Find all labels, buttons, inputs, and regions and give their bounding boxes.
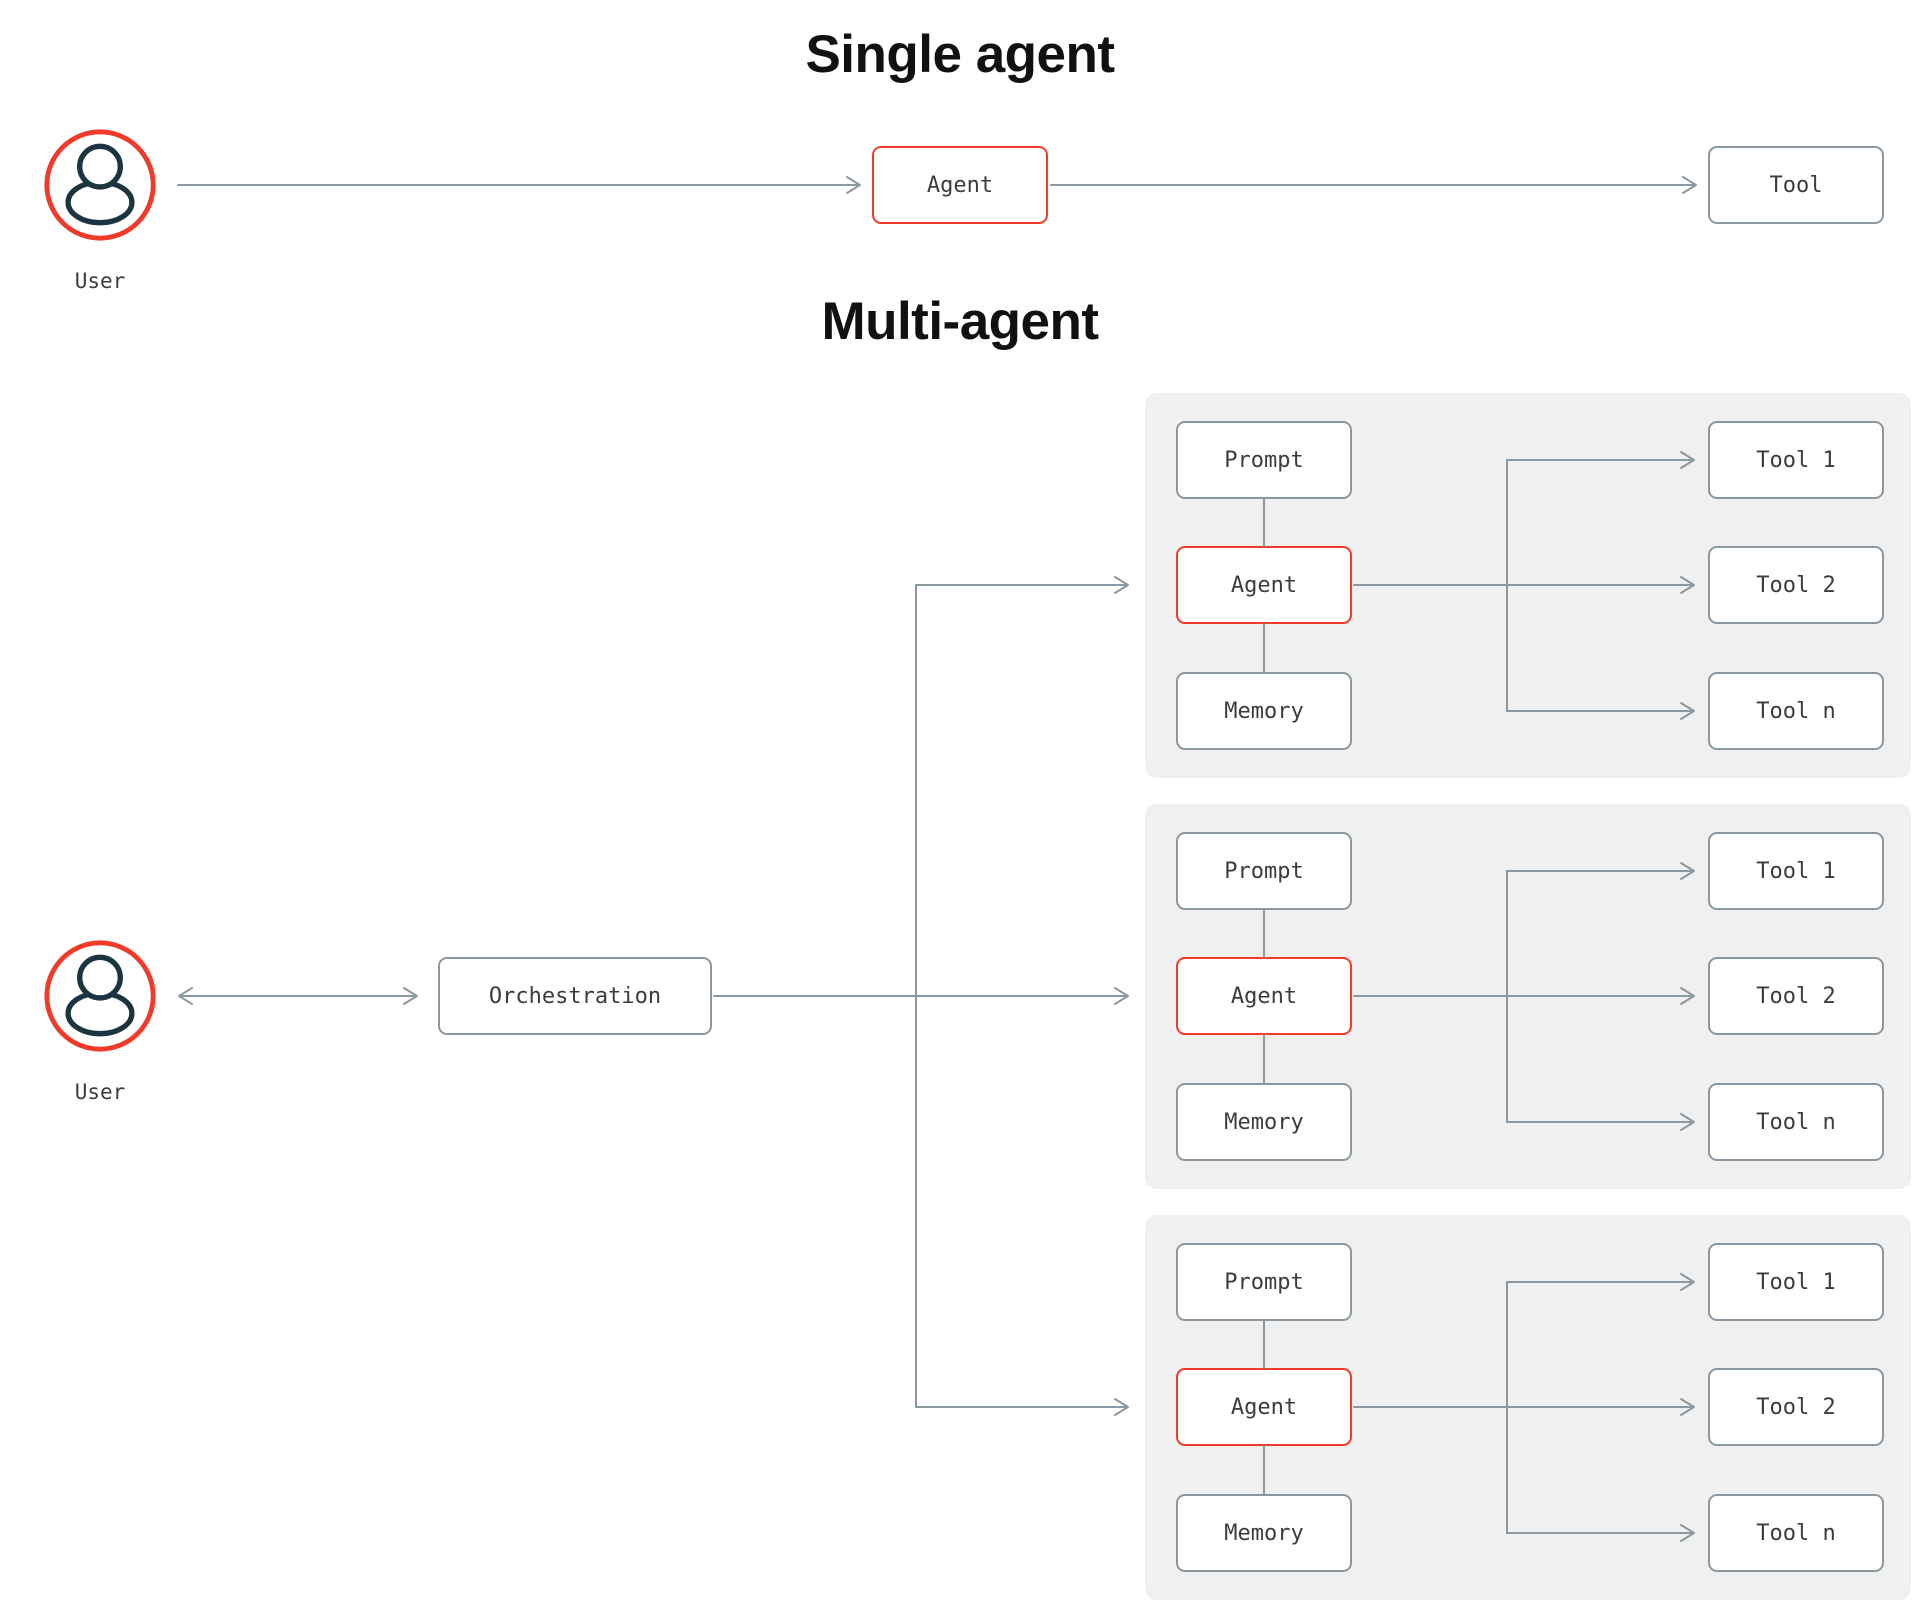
connector-orchestration-trunk <box>713 584 917 1408</box>
agent-node: Agent <box>1176 1368 1352 1446</box>
person-head-icon <box>77 143 123 190</box>
arrow-cluster3-agent-tool2 <box>1353 1398 1695 1416</box>
user-figure-single: User <box>40 127 160 293</box>
person-head-icon <box>77 954 123 1001</box>
single-agent-title: Single agent <box>805 25 1115 84</box>
arrow-user-orchestration-bidirectional <box>178 987 418 1005</box>
arrow-cluster1-agent-tool2 <box>1353 576 1695 594</box>
memory-node: Memory <box>1176 672 1352 750</box>
arrow-trunk-to-agent-2 <box>915 987 1129 1005</box>
prompt-node: Prompt <box>1176 832 1352 910</box>
tool-1-node: Tool 1 <box>1708 832 1884 910</box>
arrow-cluster3-agent-tooln <box>1506 1524 1695 1542</box>
arrow-cluster2-agent-tool2 <box>1353 987 1695 1005</box>
arrow-cluster3-agent-tool1 <box>1506 1273 1695 1291</box>
tool-n-node: Tool n <box>1708 1494 1884 1572</box>
tool-2-node: Tool 2 <box>1708 1368 1884 1446</box>
tool-n-node: Tool n <box>1708 1083 1884 1161</box>
tool-node-single: Tool <box>1708 146 1884 224</box>
arrow-cluster1-agent-tooln <box>1506 702 1695 720</box>
agent-node-single: Agent <box>872 146 1048 224</box>
tool-n-node: Tool n <box>1708 672 1884 750</box>
tool-1-node: Tool 1 <box>1708 421 1884 499</box>
arrow-trunk-to-agent-3 <box>915 1398 1129 1416</box>
agent-cluster-3: Prompt Agent Memory Tool 1 Tool 2 Tool n <box>1145 1215 1911 1600</box>
arrow-cluster1-agent-tool1 <box>1506 451 1695 469</box>
user-avatar-icon <box>44 129 156 241</box>
arrow-agent-to-tool <box>1050 176 1697 194</box>
orchestration-node: Orchestration <box>438 957 712 1035</box>
arrow-cluster2-agent-tooln <box>1506 1113 1695 1131</box>
arrow-cluster2-agent-tool1 <box>1506 862 1695 880</box>
tool-2-node: Tool 2 <box>1708 546 1884 624</box>
memory-node: Memory <box>1176 1083 1352 1161</box>
user-figure-multi: User <box>40 938 160 1104</box>
agent-node: Agent <box>1176 546 1352 624</box>
agent-cluster-1: Prompt Agent Memory Tool 1 Tool 2 Tool n <box>1145 393 1911 778</box>
tool-2-node: Tool 2 <box>1708 957 1884 1035</box>
tool-1-node: Tool 1 <box>1708 1243 1884 1321</box>
arrow-trunk-to-agent-1 <box>915 576 1129 594</box>
arrow-user-to-agent <box>177 176 861 194</box>
user-label: User <box>74 1080 126 1104</box>
user-label: User <box>74 269 126 293</box>
multi-agent-title: Multi-agent <box>821 292 1099 351</box>
user-avatar-icon <box>44 940 156 1052</box>
